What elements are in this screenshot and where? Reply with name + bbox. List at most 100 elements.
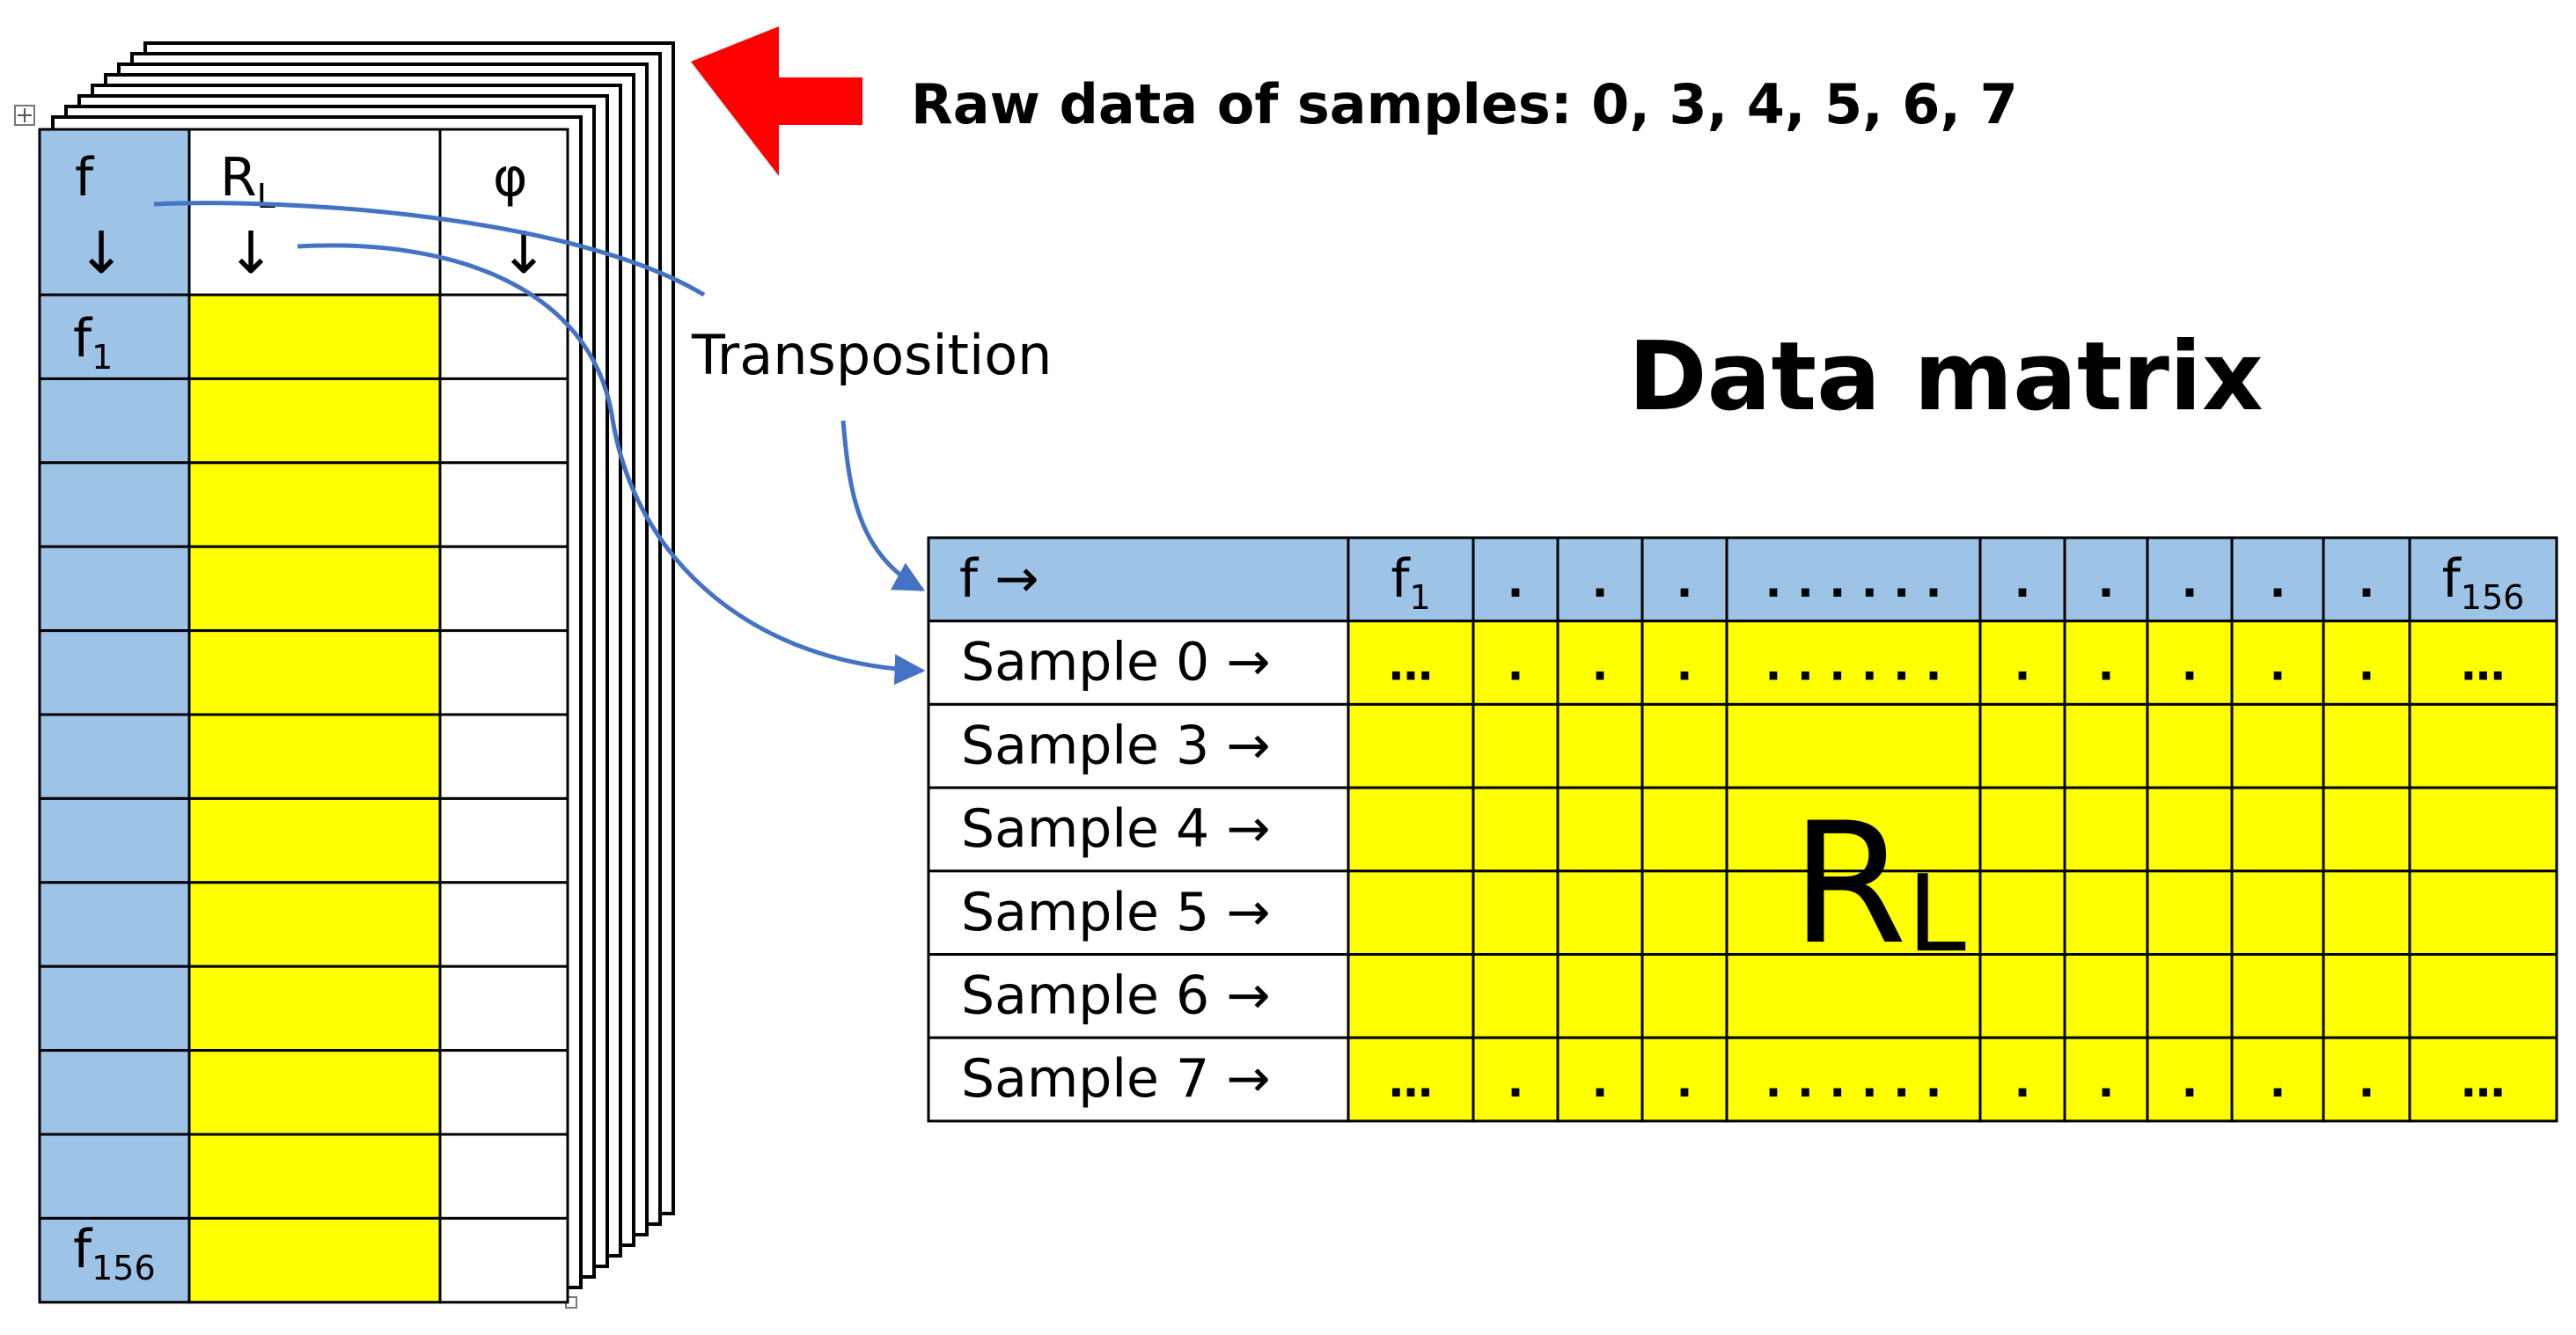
left-phi-cell bbox=[438, 629, 569, 716]
matrix-sample-label-cell bbox=[927, 702, 1350, 789]
matrix-header-label: . bbox=[2182, 556, 2198, 607]
matrix-header-label: . bbox=[2098, 556, 2115, 607]
matrix-cell-value: . bbox=[2270, 1056, 2286, 1107]
left-rl-cell bbox=[187, 796, 442, 884]
matrix-data-cell bbox=[2322, 620, 2411, 706]
matrix-cell-value: . bbox=[1677, 1056, 1693, 1107]
matrix-header-label: . bbox=[1592, 556, 1609, 607]
matrix-data-cell bbox=[1347, 620, 1475, 706]
matrix-cell-value: … bbox=[2462, 1056, 2506, 1107]
left-phi-cell bbox=[438, 461, 569, 548]
matrix-cell-value: . bbox=[1508, 640, 1524, 691]
matrix-data-cell bbox=[1471, 953, 1560, 1039]
left-rl-cell bbox=[187, 629, 442, 716]
left-last-row-label: f156 bbox=[73, 1219, 156, 1287]
matrix-sample-label: Sample 6 → bbox=[961, 965, 1271, 1027]
left-f-cell bbox=[38, 1133, 191, 1220]
left-f-cell bbox=[38, 1049, 191, 1136]
left-phi-cell bbox=[438, 713, 569, 800]
left-f-cell bbox=[38, 545, 191, 633]
matrix-data-cell bbox=[1725, 702, 1982, 789]
left-rl-cell bbox=[187, 293, 442, 380]
matrix-cell-value: … bbox=[1389, 1056, 1433, 1107]
matrix-data-cell bbox=[2322, 1036, 2411, 1123]
matrix-data-cell bbox=[1978, 953, 2066, 1039]
matrix-cell-value: . bbox=[1592, 1056, 1609, 1107]
left-rl-cell bbox=[187, 1049, 442, 1136]
matrix-cell-value: . bbox=[2270, 640, 2286, 691]
matrix-data-cell bbox=[2230, 869, 2325, 956]
left-rl-cell bbox=[187, 545, 442, 633]
matrix-data-cell bbox=[1725, 953, 1982, 1039]
matrix-header-label: . bbox=[2015, 556, 2031, 607]
matrix-data-cell bbox=[2063, 1036, 2149, 1123]
matrix-data-cell bbox=[1640, 1036, 1728, 1123]
left-phi-cell bbox=[438, 1216, 569, 1304]
matrix-data-cell bbox=[1978, 702, 2066, 789]
matrix-data-cell bbox=[1640, 953, 1728, 1039]
matrix-data-cell bbox=[2146, 1036, 2234, 1123]
matrix-data-cell bbox=[1640, 786, 1728, 873]
matrix-data-cell bbox=[2063, 786, 2149, 873]
matrix-data-cell bbox=[2408, 953, 2558, 1039]
left-phi-cell bbox=[438, 1049, 569, 1136]
left-rl-cell bbox=[187, 1216, 442, 1304]
matrix-data-cell bbox=[2322, 786, 2411, 873]
matrix-data-cell bbox=[1556, 620, 1644, 706]
matrix-data-cell bbox=[2230, 953, 2325, 1039]
left-rl-cell bbox=[187, 713, 442, 800]
left-f-cell bbox=[38, 629, 191, 716]
left-f-cell bbox=[38, 713, 191, 800]
left-phi-cell bbox=[438, 377, 569, 465]
matrix-data-cell bbox=[1640, 702, 1728, 789]
left-phi-cell bbox=[438, 545, 569, 633]
rl-column-to-sample-arrow bbox=[297, 243, 926, 686]
diagram-title: Data matrix bbox=[1628, 322, 2264, 432]
matrix-cell-value: . bbox=[2182, 1056, 2198, 1107]
matrix-cell-value: . bbox=[2182, 640, 2198, 691]
left-rl-cell bbox=[187, 1133, 442, 1220]
left-phi-cell bbox=[438, 881, 569, 968]
left-phi-cell bbox=[438, 965, 569, 1053]
left-rl-cell bbox=[187, 461, 442, 548]
matrix-header-label: . bbox=[2359, 556, 2375, 607]
left-f-cell bbox=[38, 796, 191, 884]
matrix-cell-value: . bbox=[2359, 1056, 2375, 1107]
matrix-corner-label: f → bbox=[959, 548, 1038, 610]
matrix-data-cell bbox=[2146, 620, 2234, 706]
matrix-data-cell bbox=[2146, 702, 2234, 789]
left-f-cell bbox=[38, 377, 191, 465]
matrix-cell-value: . bbox=[2359, 640, 2375, 691]
matrix-center-label: RL bbox=[1791, 787, 1966, 981]
matrix-data-cell bbox=[1347, 1036, 1475, 1123]
matrix-data-cell bbox=[2322, 702, 2411, 789]
matrix-data-cell bbox=[1725, 786, 1982, 873]
matrix-data-cell bbox=[1725, 620, 1982, 706]
matrix-data-cell bbox=[2322, 869, 2411, 956]
matrix-data-cell bbox=[2063, 869, 2149, 956]
left-f-cell bbox=[38, 965, 191, 1053]
matrix-cell-value: . . . . . . bbox=[1765, 1056, 1941, 1107]
matrix-header-cell bbox=[1978, 536, 2066, 623]
matrix-cell-value: . bbox=[2098, 640, 2115, 691]
left-rl-cell bbox=[187, 965, 442, 1053]
matrix-header-label: . bbox=[1677, 556, 1693, 607]
matrix-cell-value: . . . . . . bbox=[1765, 640, 1941, 691]
matrix-header-label: . . . . . . bbox=[1765, 556, 1941, 607]
matrix-data-cell bbox=[1471, 786, 1560, 873]
left-first-row-label: f1 bbox=[73, 308, 113, 377]
matrix-data-cell bbox=[1725, 1036, 1982, 1123]
left-f-cell bbox=[38, 1216, 191, 1304]
table-move-handle-icon bbox=[14, 105, 35, 126]
left-phi-cell bbox=[438, 1133, 569, 1220]
matrix-data-cell bbox=[1640, 869, 1728, 956]
matrix-data-cell bbox=[2408, 1036, 2558, 1123]
matrix-header-cell bbox=[2408, 536, 2558, 623]
matrix-data-cell bbox=[1556, 869, 1644, 956]
matrix-header-label: f156 bbox=[2442, 548, 2525, 617]
down-arrow-icon: ↓ bbox=[226, 219, 275, 287]
left-header-label: f bbox=[75, 147, 95, 209]
matrix-data-cell bbox=[2146, 869, 2234, 956]
